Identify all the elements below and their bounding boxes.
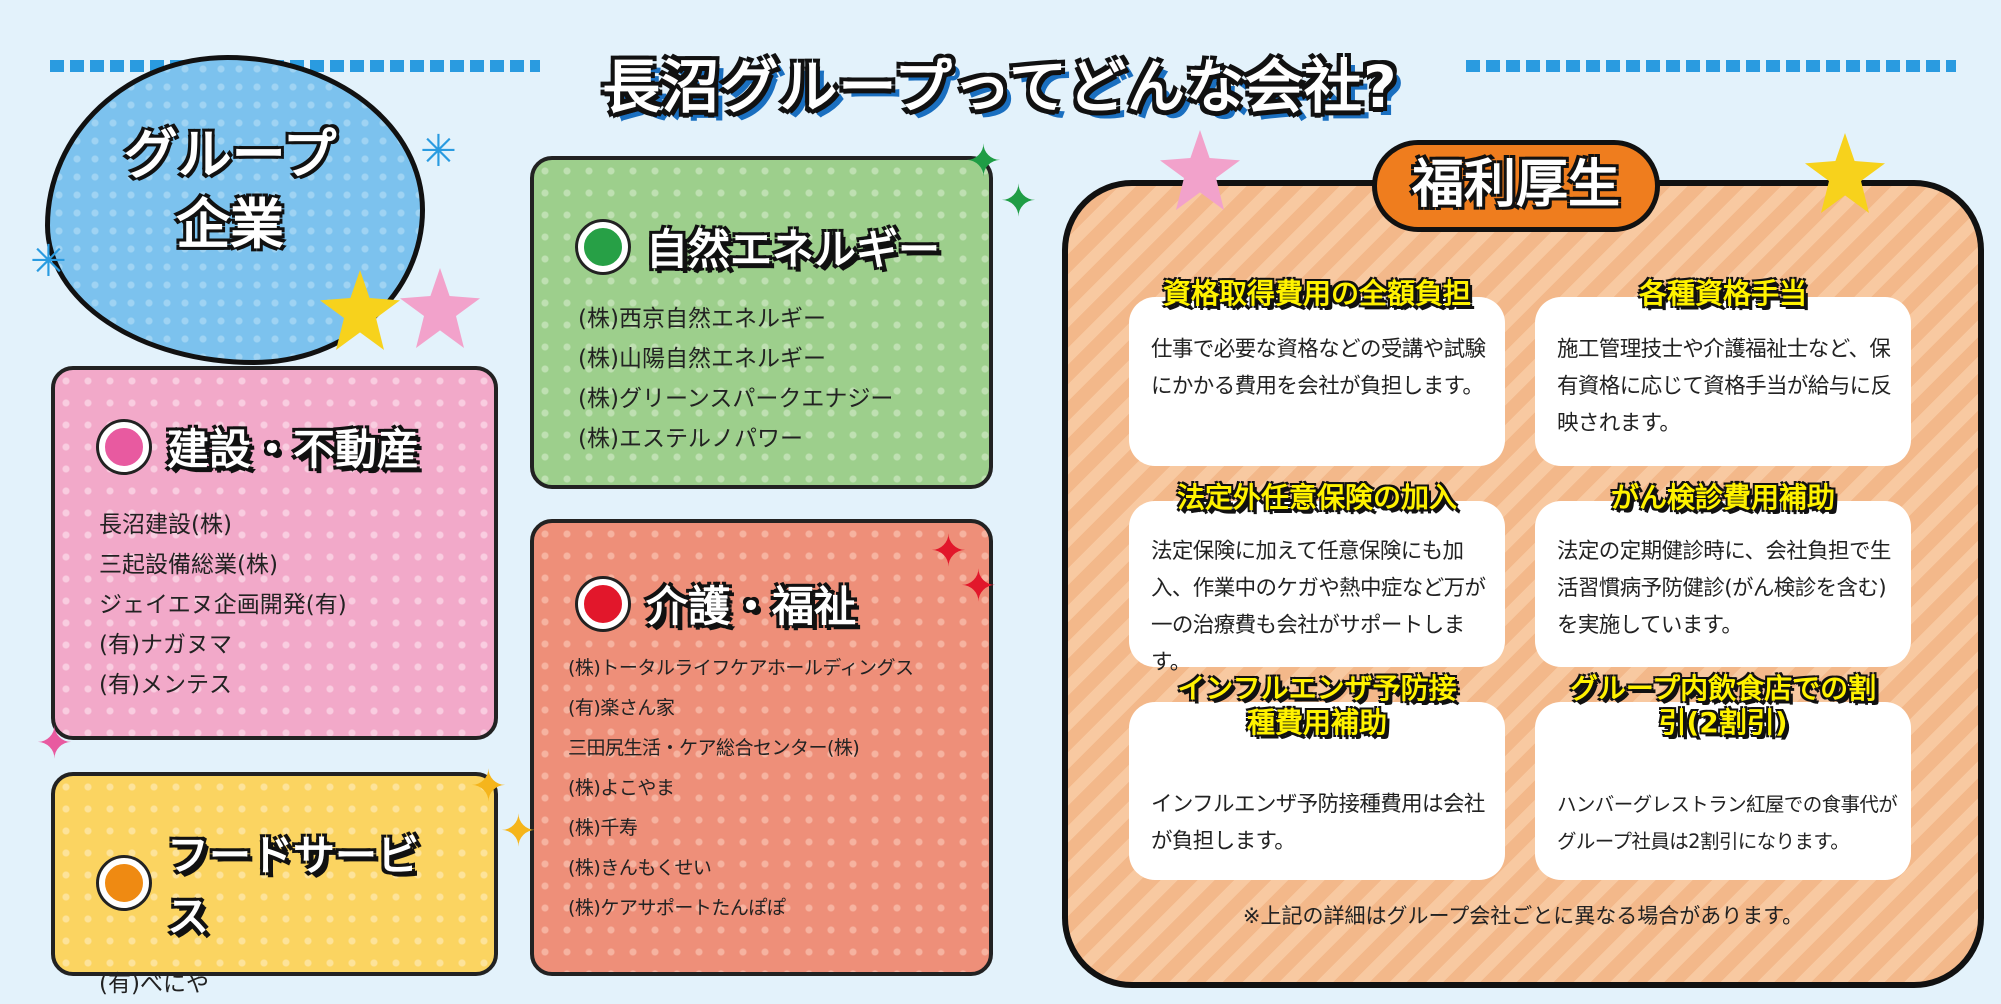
category-title: 自然エネルギー bbox=[646, 225, 941, 274]
company-list: 長沼建設(株) 三起設備総業(株) ジェイエヌ企画開発(有) (有)ナガヌマ (… bbox=[99, 505, 450, 705]
sparkle-icon: ✦ bbox=[1000, 176, 1037, 227]
pink-star-character bbox=[400, 268, 480, 348]
group-heading-line1: グループ bbox=[123, 123, 337, 186]
circle-icon bbox=[99, 858, 149, 908]
benefit-title: 各種資格手当 bbox=[1638, 277, 1807, 310]
company-item: (株)ケアサポートたんぽぽ bbox=[568, 897, 786, 919]
category-title: 介護・福祉 bbox=[646, 582, 857, 631]
benefit-body: 仕事で必要な資格などの受講や試験にかかる費用を会社が負担します。 bbox=[1151, 337, 1486, 399]
company-item: (株)エステルノパワー bbox=[578, 426, 803, 452]
company-item: 三起設備総業(株) bbox=[99, 552, 278, 578]
benefit-title: インフルエンザ予防接種費用補助 bbox=[1177, 672, 1457, 739]
circle-icon bbox=[578, 578, 628, 629]
company-list: (株)トータルライフケアホールディングス (有)楽さん家 三田尻生活・ケア総合セ… bbox=[568, 648, 955, 928]
category-construction: 建設・不動産 長沼建設(株) 三起設備総業(株) ジェイエヌ企画開発(有) (有… bbox=[51, 366, 498, 740]
snowflake-icon: ✳ bbox=[420, 126, 457, 177]
benefit-body: 施工管理技士や介護福祉士など、保有資格に応じて資格手当が給与に反映されます。 bbox=[1557, 337, 1892, 436]
company-item: (株)きんもくせい bbox=[568, 857, 712, 879]
sparkle-icon: ✦ bbox=[930, 526, 967, 577]
benefit-card: 各種資格手当 施工管理技士や介護福祉士など、保有資格に応じて資格手当が給与に反映… bbox=[1535, 277, 1911, 466]
benefit-body: ハンバーグレストラン紅屋での食事代がグループ社員は2割引になります。 bbox=[1557, 793, 1898, 853]
company-item: 長沼建設(株) bbox=[99, 512, 232, 538]
category-title: フードサービス bbox=[167, 831, 420, 941]
category-care: 介護・福祉 (株)トータルライフケアホールディングス (有)楽さん家 三田尻生活… bbox=[530, 519, 993, 976]
sparkle-icon: ✦ bbox=[500, 806, 537, 857]
group-heading: グループ 企業 bbox=[90, 120, 370, 260]
welfare-note: ※上記の詳細はグループ会社ごとに異なる場合があります。 bbox=[1242, 904, 1804, 928]
company-item: (株)よこやま bbox=[568, 777, 675, 799]
company-item: (有)楽さん家 bbox=[568, 697, 675, 719]
category-title: 建設・不動産 bbox=[167, 425, 420, 474]
benefit-title: グループ内飲食店での割引(2割引) bbox=[1569, 672, 1877, 739]
company-item: (株)千寿 bbox=[568, 817, 638, 839]
benefit-card: がん検診費用補助 法定の定期健診時に、会社負担で生活習慣病予防健診(がん検診を含… bbox=[1535, 481, 1911, 667]
group-cloud bbox=[45, 55, 425, 365]
company-item: (有)べにや bbox=[99, 971, 209, 997]
welfare-heading: 福利厚生 bbox=[1372, 140, 1660, 232]
company-list: (有)べにや bbox=[99, 964, 450, 1004]
company-item: (有)ナガヌマ bbox=[99, 632, 232, 658]
company-item: 三田尻生活・ケア総合センター(株) bbox=[568, 737, 860, 759]
company-item: (株)山陽自然エネルギー bbox=[578, 346, 826, 372]
company-item: ジェイエヌ企画開発(有) bbox=[99, 592, 347, 618]
benefit-body: 法定の定期健診時に、会社負担で生活習慣病予防健診(がん検診を含む)を実施していま… bbox=[1557, 539, 1891, 638]
benefit-title: 資格取得費用の全額負担 bbox=[1162, 277, 1471, 310]
company-item: (株)西京自然エネルギー bbox=[578, 306, 826, 332]
snowflake-icon: ✳ bbox=[30, 236, 67, 287]
sparkle-icon: ✦ bbox=[965, 136, 1002, 187]
company-item: (株)トータルライフケアホールディングス bbox=[568, 657, 914, 679]
circle-icon bbox=[99, 421, 149, 472]
company-item: (有)メンテス bbox=[99, 672, 232, 698]
sparkle-icon: ✦ bbox=[470, 761, 507, 812]
benefit-title: がん検診費用補助 bbox=[1610, 481, 1835, 514]
benefit-card: 法定外任意保険の加入 法定保険に加えて任意保険にも加入、作業中のケガや熱中症など… bbox=[1129, 481, 1505, 675]
category-food: フードサービス (有)べにや bbox=[51, 772, 498, 997]
benefit-body: 法定保険に加えて任意保険にも加入、作業中のケガや熱中症など万が一の治療費も会社が… bbox=[1151, 539, 1486, 675]
sparkle-icon: ✦ bbox=[960, 561, 997, 612]
benefit-title: 法定外任意保険の加入 bbox=[1176, 481, 1457, 514]
company-item: (株)グリーンスパークエナジー bbox=[578, 386, 894, 412]
benefit-card: グループ内飲食店での割引(2割引) ハンバーグレストラン紅屋での食事代がグループ… bbox=[1535, 672, 1911, 880]
benefit-card: インフルエンザ予防接種費用補助 インフルエンザ予防接種費用は会社が負担します。 bbox=[1129, 672, 1505, 880]
page-title: 長沼グループってどんな会社? bbox=[602, 53, 1398, 121]
group-heading-line2: 企業 bbox=[176, 193, 284, 257]
company-list: (株)西京自然エネルギー (株)山陽自然エネルギー (株)グリーンスパークエナジ… bbox=[578, 299, 945, 459]
title-divider-right bbox=[1466, 60, 1956, 72]
circle-icon bbox=[578, 221, 628, 272]
category-energy: 自然エネルギー (株)西京自然エネルギー (株)山陽自然エネルギー (株)グリー… bbox=[530, 156, 993, 489]
sparkle-icon: ✦ bbox=[36, 718, 73, 769]
benefit-card: 資格取得費用の全額負担 仕事で必要な資格などの受講や試験にかかる費用を会社が負担… bbox=[1129, 277, 1505, 466]
benefit-body: インフルエンザ予防接種費用は会社が負担します。 bbox=[1151, 792, 1485, 854]
